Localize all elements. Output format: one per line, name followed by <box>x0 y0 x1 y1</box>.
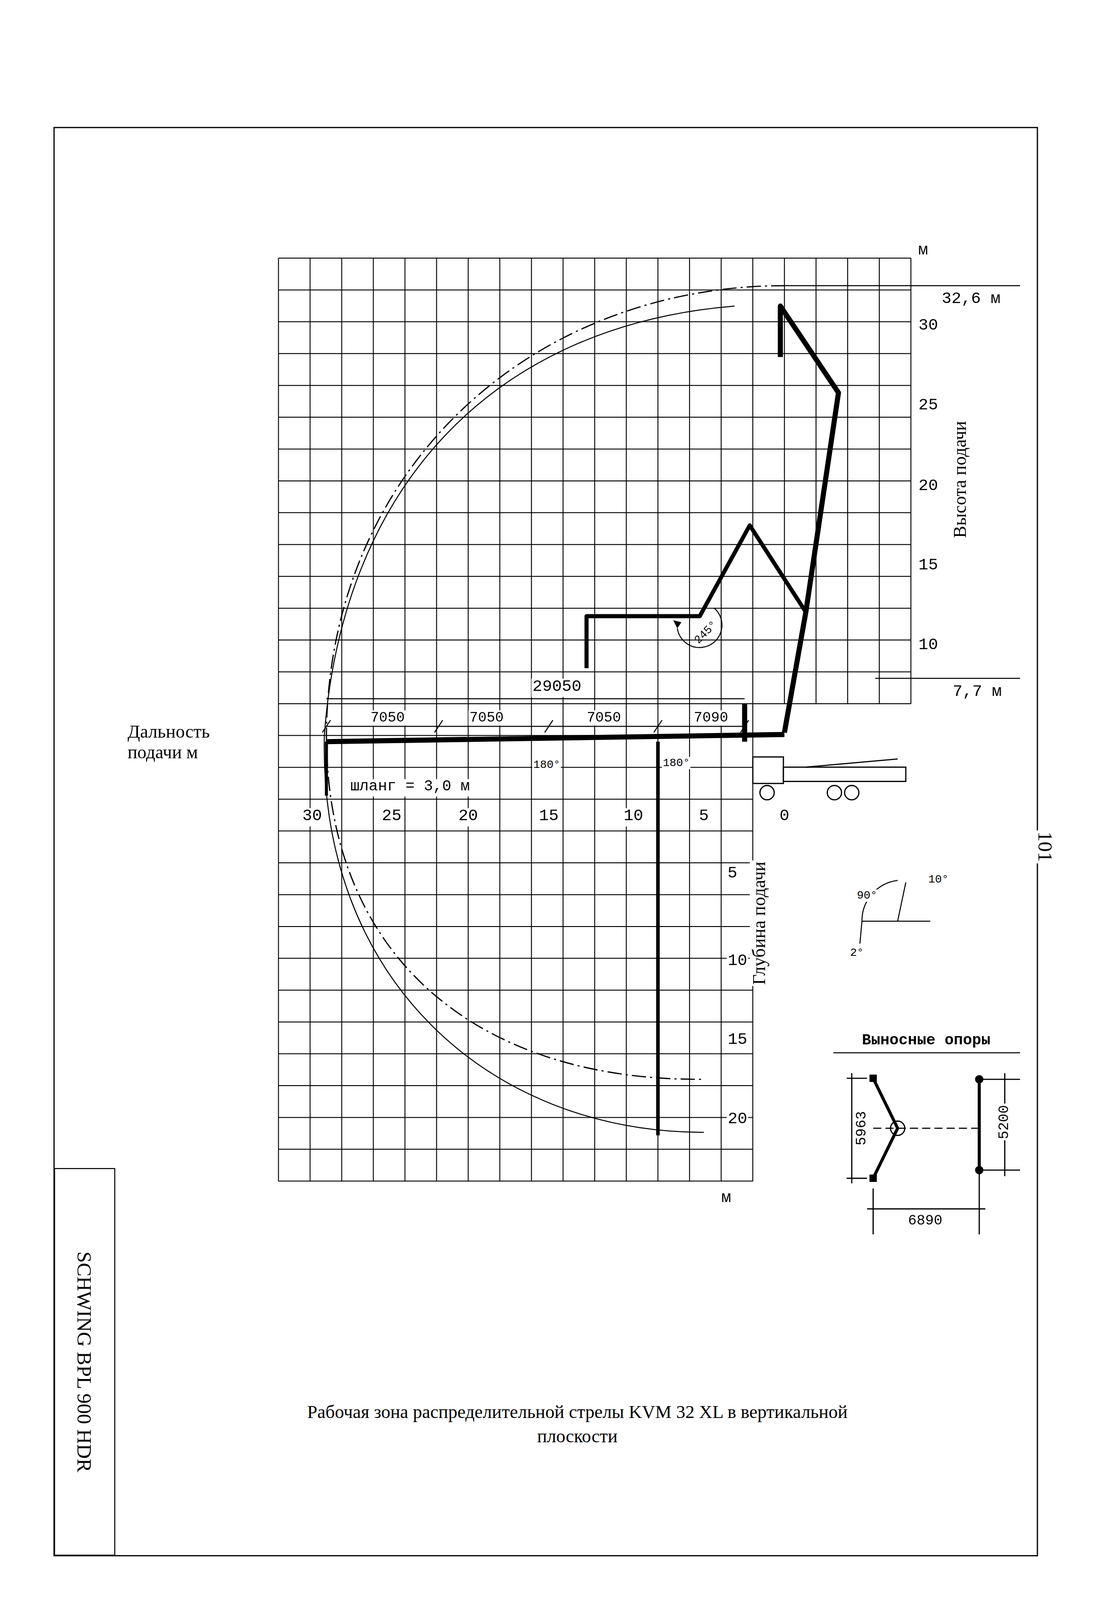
caption: Рабочая зона распределительной стрелы KV… <box>300 1399 854 1450</box>
dimension-label: 180° <box>661 756 691 770</box>
page-frame <box>54 127 1038 1556</box>
angle-arc <box>677 607 723 648</box>
title-block: SCHWING BPL 900 HDR <box>54 1168 116 1556</box>
dimension-label: 25 <box>917 396 939 415</box>
dimension-label: 0 <box>778 808 791 827</box>
axis-title: Глубина подачи <box>749 860 771 987</box>
dimension-label: 2° <box>848 946 865 960</box>
dimension-label: 30 <box>917 317 939 336</box>
dimension-label: 7050 <box>585 710 623 726</box>
axis-title: 5200 <box>997 1103 1013 1141</box>
truck <box>752 756 906 800</box>
dimension-label: 6890 <box>907 1212 944 1229</box>
dimension-label: 7,7 м <box>951 683 1003 702</box>
dimension-label: 5 <box>726 865 739 883</box>
dimension-label: 30 <box>301 808 323 827</box>
height-mark-line <box>785 285 1020 287</box>
dimension-label: шланг = 3,0 м <box>349 778 471 796</box>
dimension-label: 20 <box>917 477 939 496</box>
dimension-label: Дальность подачи м <box>126 722 251 763</box>
axis-title: 5963 <box>854 1109 870 1147</box>
dimension-label: 10 <box>917 636 939 655</box>
arrow-head <box>673 620 682 629</box>
axis-title: 245° <box>691 617 721 648</box>
dimension-label: м <box>917 242 930 260</box>
grid-lines <box>278 258 911 1182</box>
height-mark-line <box>875 678 1020 679</box>
outrigger-scheme <box>846 1073 1020 1235</box>
boom <box>326 306 839 1136</box>
dimension-label: 10 <box>622 808 645 827</box>
axis-title: 101 <box>1034 830 1057 863</box>
model-name: SCHWING BPL 900 HDR <box>73 1251 96 1473</box>
dimension-label: 32,6 м <box>940 291 1002 309</box>
dimension-label: 10 <box>726 953 749 971</box>
reach-envelope <box>324 306 735 1133</box>
dimension-label: 7050 <box>468 710 505 726</box>
dimension-label: 20 <box>726 1111 749 1130</box>
dimension-label: 10° <box>927 873 950 886</box>
underline <box>833 1052 1020 1053</box>
dimension-lines <box>322 698 749 733</box>
dimension-label: 7050 <box>369 710 406 726</box>
dimension-label: м <box>720 1189 733 1208</box>
dimension-label: 25 <box>380 808 403 827</box>
reach-envelope <box>326 285 786 1080</box>
dimension-label: 15 <box>726 1031 749 1050</box>
dimension-label: 29050 <box>531 678 583 697</box>
dimension-label: 7090 <box>692 710 729 726</box>
dimension-label: 15 <box>538 808 560 827</box>
dimension-label: 20 <box>457 808 480 827</box>
dimension-label: 90° <box>855 889 879 902</box>
grid <box>278 258 911 1182</box>
dimension-label: Выносные опоры <box>860 1033 992 1051</box>
dimension-label: 15 <box>917 556 939 575</box>
dimension-label: 5 <box>697 808 710 827</box>
axis-title: Высота подачи <box>950 419 971 540</box>
dimension-label: 180° <box>532 758 562 772</box>
